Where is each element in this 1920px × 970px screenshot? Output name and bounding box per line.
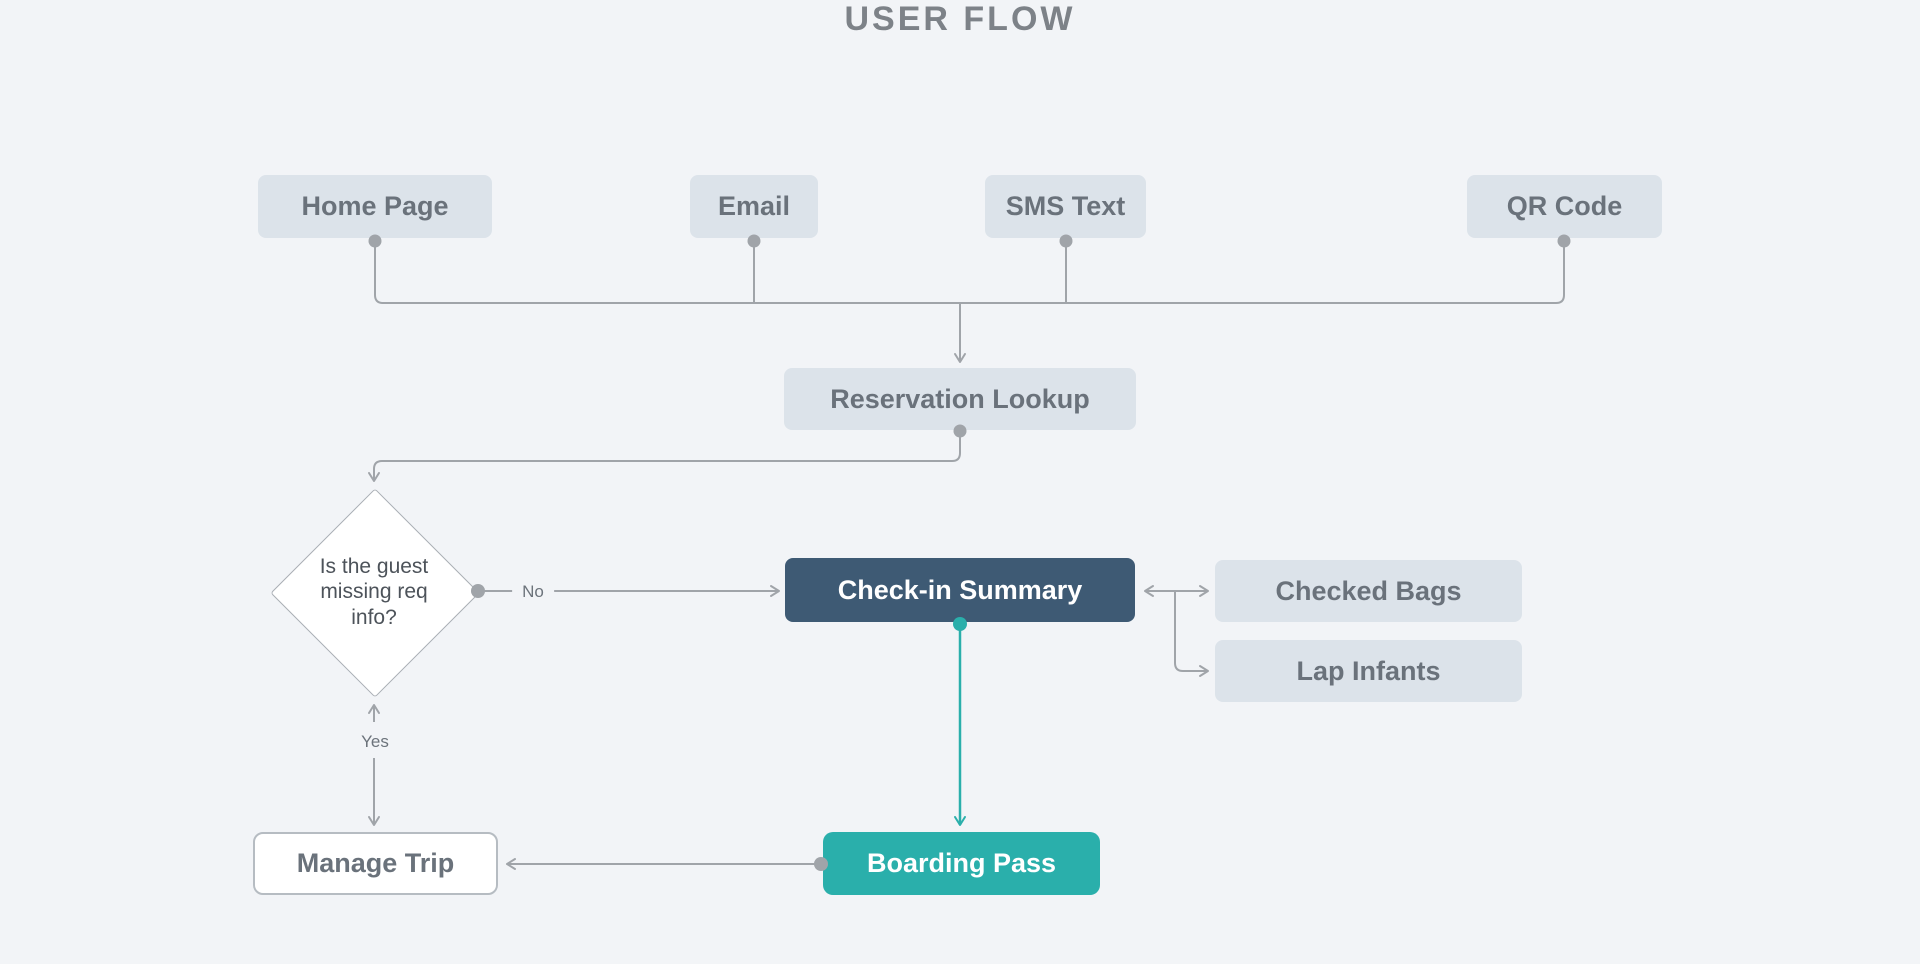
node-manage-trip-label: Manage Trip (296, 848, 455, 878)
node-qr-code[interactable]: QR Code (1467, 175, 1662, 238)
connector-bracket-to-infants (1174, 591, 1209, 677)
node-lap-infants[interactable]: Lap Infants (1215, 640, 1522, 702)
node-sms-text[interactable]: SMS Text (985, 175, 1146, 238)
node-email[interactable]: Email (690, 175, 818, 238)
node-checked-bags[interactable]: Checked Bags (1215, 560, 1522, 622)
node-email-label: Email (717, 191, 791, 221)
bottom-edge-strip (0, 964, 1920, 970)
node-checked-bags-label: Checked Bags (1275, 575, 1462, 606)
node-sms-text-label: SMS Text (1005, 191, 1126, 221)
node-check-in-summary-label: Check-in Summary (837, 574, 1083, 605)
node-reservation-lookup-label: Reservation Lookup (830, 383, 1090, 414)
node-check-in-summary[interactable]: Check-in Summary (785, 558, 1135, 622)
node-boarding-pass-label: Boarding Pass (866, 848, 1057, 878)
edge-label-yes: Yes (351, 730, 399, 754)
decision-diamond-label: Is the guest missing req info? (319, 555, 429, 629)
node-reservation-lookup[interactable]: Reservation Lookup (784, 368, 1136, 430)
node-home-page[interactable]: Home Page (258, 175, 492, 238)
node-qr-code-label: QR Code (1506, 191, 1623, 221)
node-lap-infants-label: Lap Infants (1296, 655, 1441, 686)
connector-reservation-to-decision (368, 431, 961, 482)
page-title: USER FLOW (844, 0, 1076, 38)
node-manage-trip[interactable]: Manage Trip (253, 832, 498, 895)
connector-entry-bus (374, 240, 1565, 304)
edge-label-no: No (512, 580, 554, 604)
node-home-page-label: Home Page (301, 191, 449, 221)
node-boarding-pass[interactable]: Boarding Pass (823, 832, 1100, 895)
